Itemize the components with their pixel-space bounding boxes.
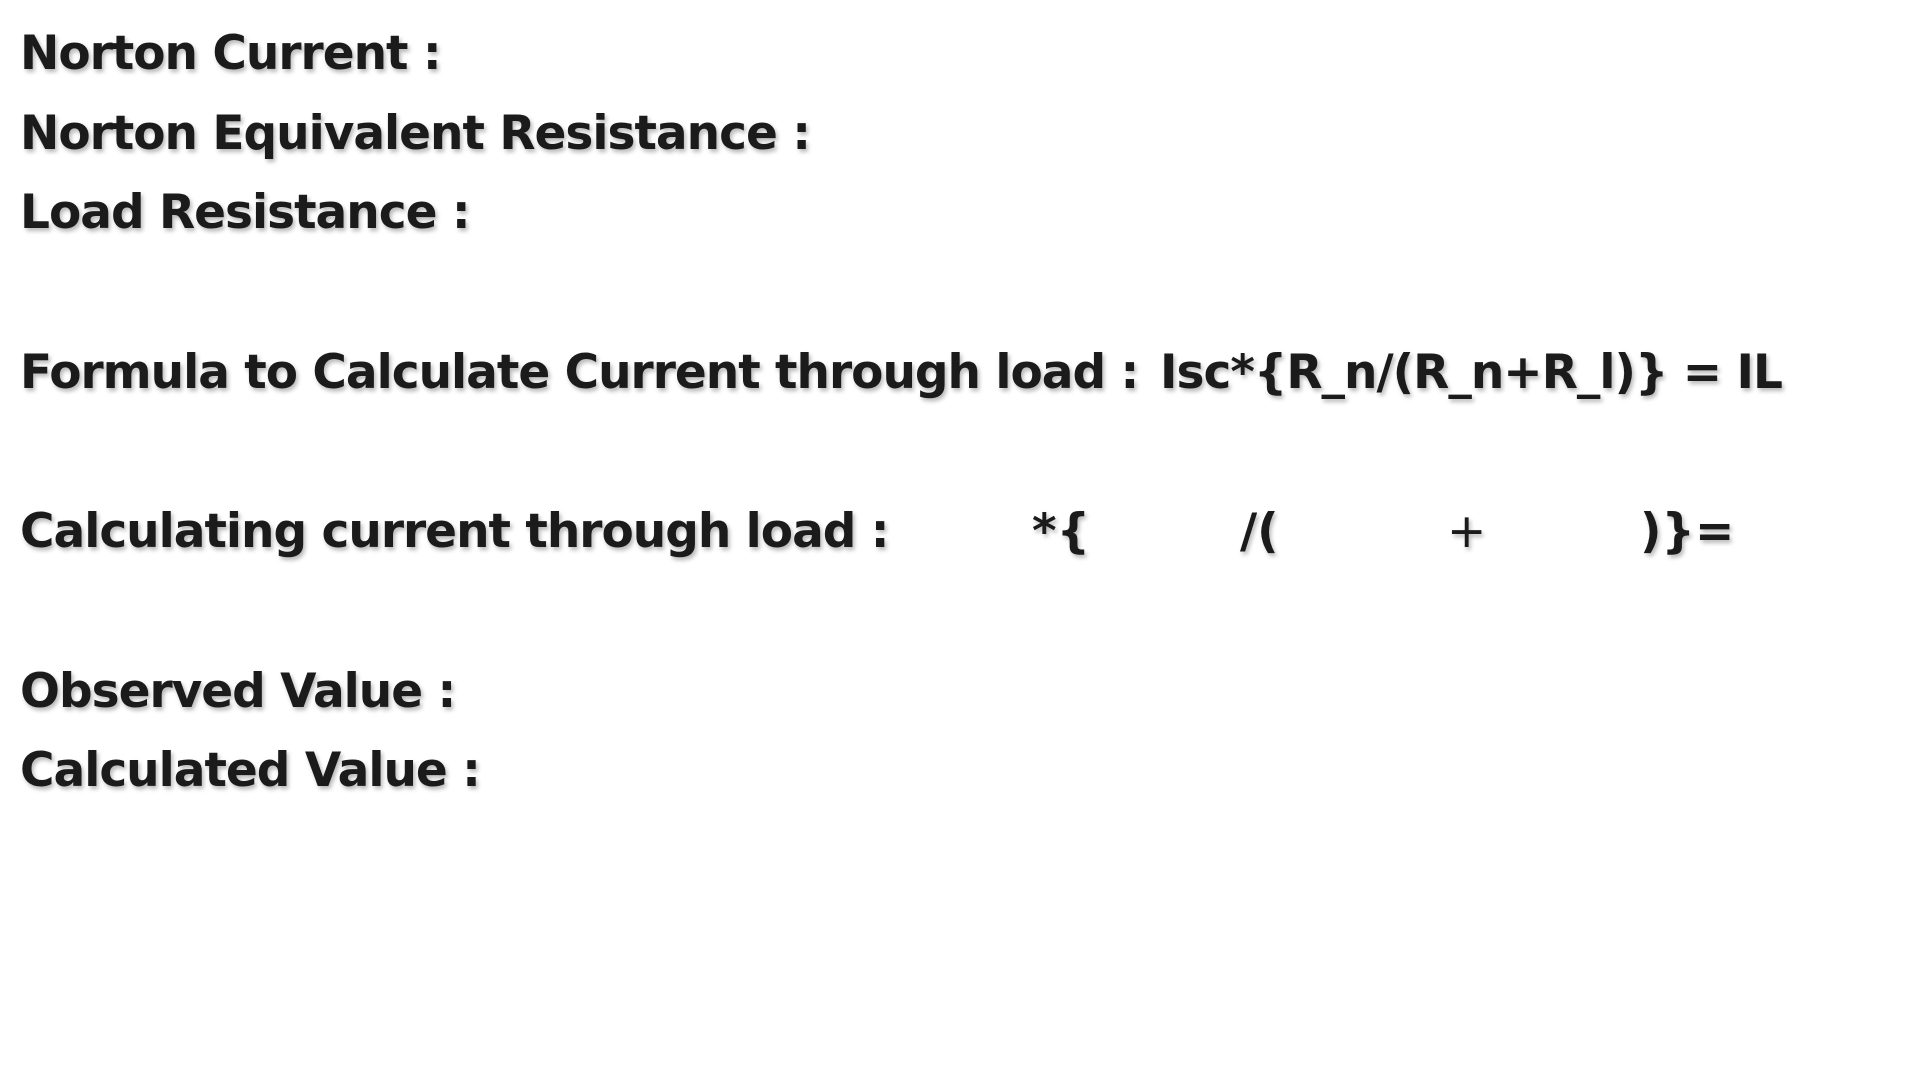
formula-label: Formula to Calculate Current through loa… xyxy=(20,345,1139,400)
formula-expression: Isc*{R_n/(R_n+R_l)} = IL xyxy=(1160,345,1783,400)
calculation-label: Calculating current through load : xyxy=(20,504,890,559)
calc-close-equals: )}= xyxy=(1640,504,1735,559)
calc-divide-paren: /( xyxy=(1240,504,1279,559)
load-resistance-label: Load Resistance : xyxy=(20,185,471,240)
calculated-value-label: Calculated Value : xyxy=(20,743,481,798)
norton-resistance-label: Norton Equivalent Resistance : xyxy=(20,106,811,161)
observed-value-label: Observed Value : xyxy=(20,664,456,719)
calc-multiply-brace: *{ xyxy=(1032,504,1091,559)
norton-current-label: Norton Current : xyxy=(20,26,442,81)
calc-plus: + xyxy=(1447,504,1487,559)
